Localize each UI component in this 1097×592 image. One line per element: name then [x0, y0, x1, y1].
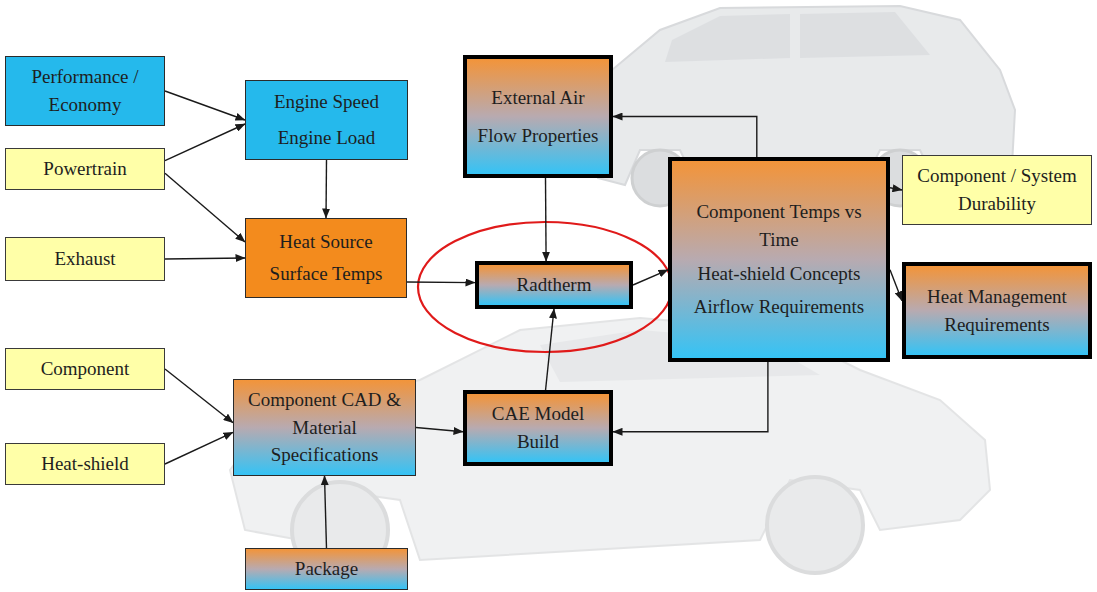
process-box: Performance / Economy [5, 56, 165, 125]
flow-arrow [165, 91, 245, 120]
flow-arrow [890, 188, 902, 190]
box-label: Heat-shield Concepts [697, 260, 860, 288]
process-box: Package [245, 548, 408, 590]
flow-arrow [165, 369, 233, 423]
flow-arrow [613, 117, 757, 158]
process-box: Exhaust [5, 237, 165, 281]
process-box: Component Temps vs TimeHeat-shield Conce… [668, 157, 890, 362]
box-label: Component Temps vs Time [682, 198, 876, 253]
box-label: Radtherm [517, 271, 592, 299]
box-label: Exhaust [54, 245, 115, 273]
box-label: Component CAD & Material Specifications [244, 386, 405, 469]
process-box: Powertrain [5, 148, 165, 190]
box-label: External Air Flow Properties [477, 79, 599, 155]
flow-arrow [545, 178, 547, 261]
process-box: Radtherm [475, 261, 633, 309]
flow-arrow [165, 258, 245, 259]
flow-arrow [416, 428, 463, 432]
flow-arrow [633, 270, 668, 285]
box-label: Component [41, 355, 130, 383]
flow-arrow [325, 160, 327, 218]
process-box: Engine SpeedEngine Load [245, 80, 408, 160]
box-label: Engine Speed [274, 88, 379, 116]
flow-arrow [546, 309, 555, 391]
flow-arrow [325, 476, 327, 549]
process-box: Heat-shield [5, 443, 165, 485]
box-label: Heat Management Requirements [916, 283, 1078, 338]
box-label: CAE Model Build [477, 400, 599, 455]
box-label: Engine Load [278, 124, 376, 152]
process-box: Heat Source Surface Temps [245, 218, 407, 298]
process-box: Component [5, 348, 165, 390]
box-label: Heat-shield [41, 450, 129, 478]
flow-arrow [407, 281, 475, 283]
box-label: Component / System Durability [913, 162, 1081, 217]
box-label: Powertrain [43, 155, 126, 183]
box-label: Package [295, 555, 358, 583]
box-label: Heat Source Surface Temps [256, 226, 396, 291]
process-box: Component / System Durability [902, 155, 1092, 225]
process-box: CAE Model Build [463, 390, 613, 465]
process-box: Heat Management Requirements [902, 262, 1092, 359]
process-box: Component CAD & Material Specifications [233, 379, 416, 476]
highlight-ellipse [418, 222, 672, 352]
flow-arrow [890, 270, 902, 301]
process-box: External Air Flow Properties [463, 55, 613, 178]
flow-arrow [165, 124, 245, 161]
flow-arrow [613, 362, 768, 432]
flow-arrow [165, 432, 233, 464]
box-label: Airflow Requirements [694, 293, 864, 321]
box-label: Performance / Economy [16, 63, 154, 118]
flow-arrow [165, 173, 245, 242]
